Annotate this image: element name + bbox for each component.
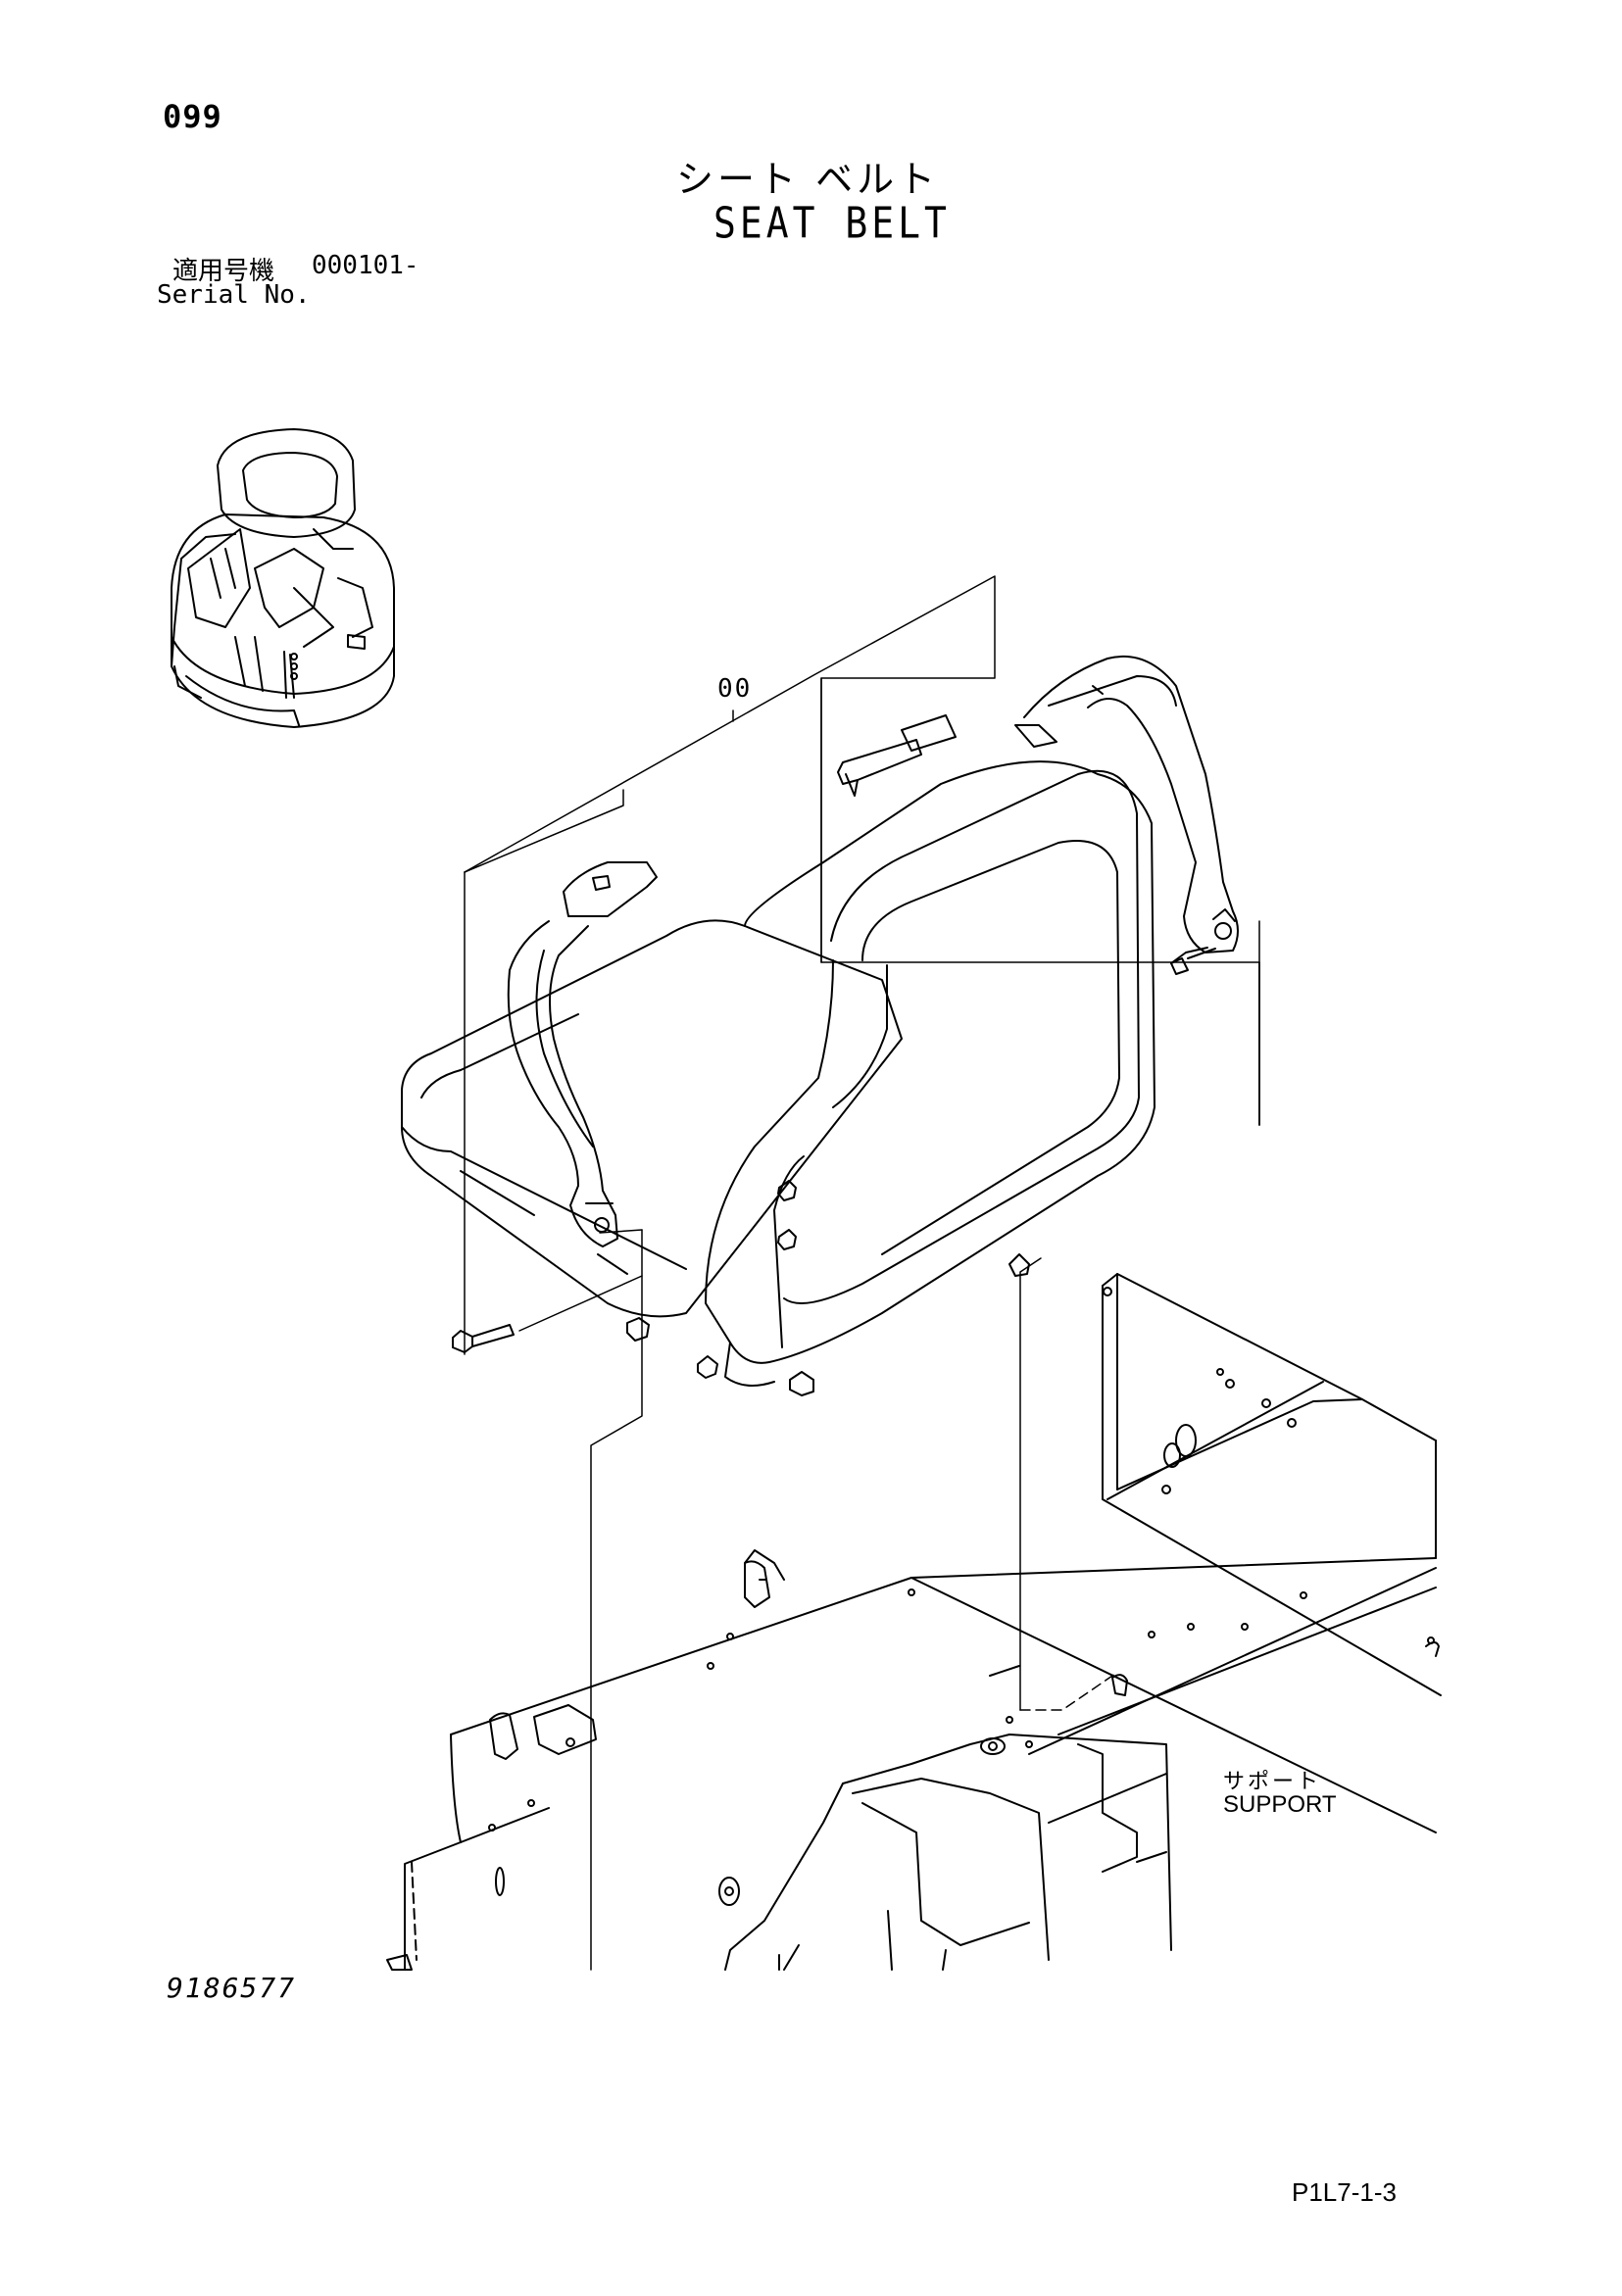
mounting-bolts <box>452 947 1216 1396</box>
page-number: 099 <box>163 98 222 135</box>
seat-back <box>705 760 1155 1387</box>
callout-leader-lines <box>464 575 1260 1971</box>
machine-overview-thumbnail <box>171 428 395 728</box>
seat-belt-retractor-strap <box>837 655 1239 953</box>
page-title-japanese: シート ベルト <box>676 158 940 201</box>
part-callout-label: 00 <box>717 674 753 704</box>
serial-range-value: 000101- <box>312 251 419 280</box>
support-frame-lower <box>386 1549 1440 1971</box>
seat-cushion <box>401 919 903 1318</box>
page-code: P1L7-1-3 <box>1292 2177 1397 2207</box>
support-label: SUPPORT <box>1223 1791 1337 1818</box>
serial-label-japanese: 適用号機 <box>172 257 275 286</box>
page-title: SEAT BELT <box>713 198 951 248</box>
support-label-japanese: サポート <box>1223 1770 1322 1794</box>
seat-belt-buckle-strap <box>507 861 658 1247</box>
drawing-number: 9186577 <box>167 1972 297 2004</box>
serial-label: Serial No. <box>157 280 311 310</box>
